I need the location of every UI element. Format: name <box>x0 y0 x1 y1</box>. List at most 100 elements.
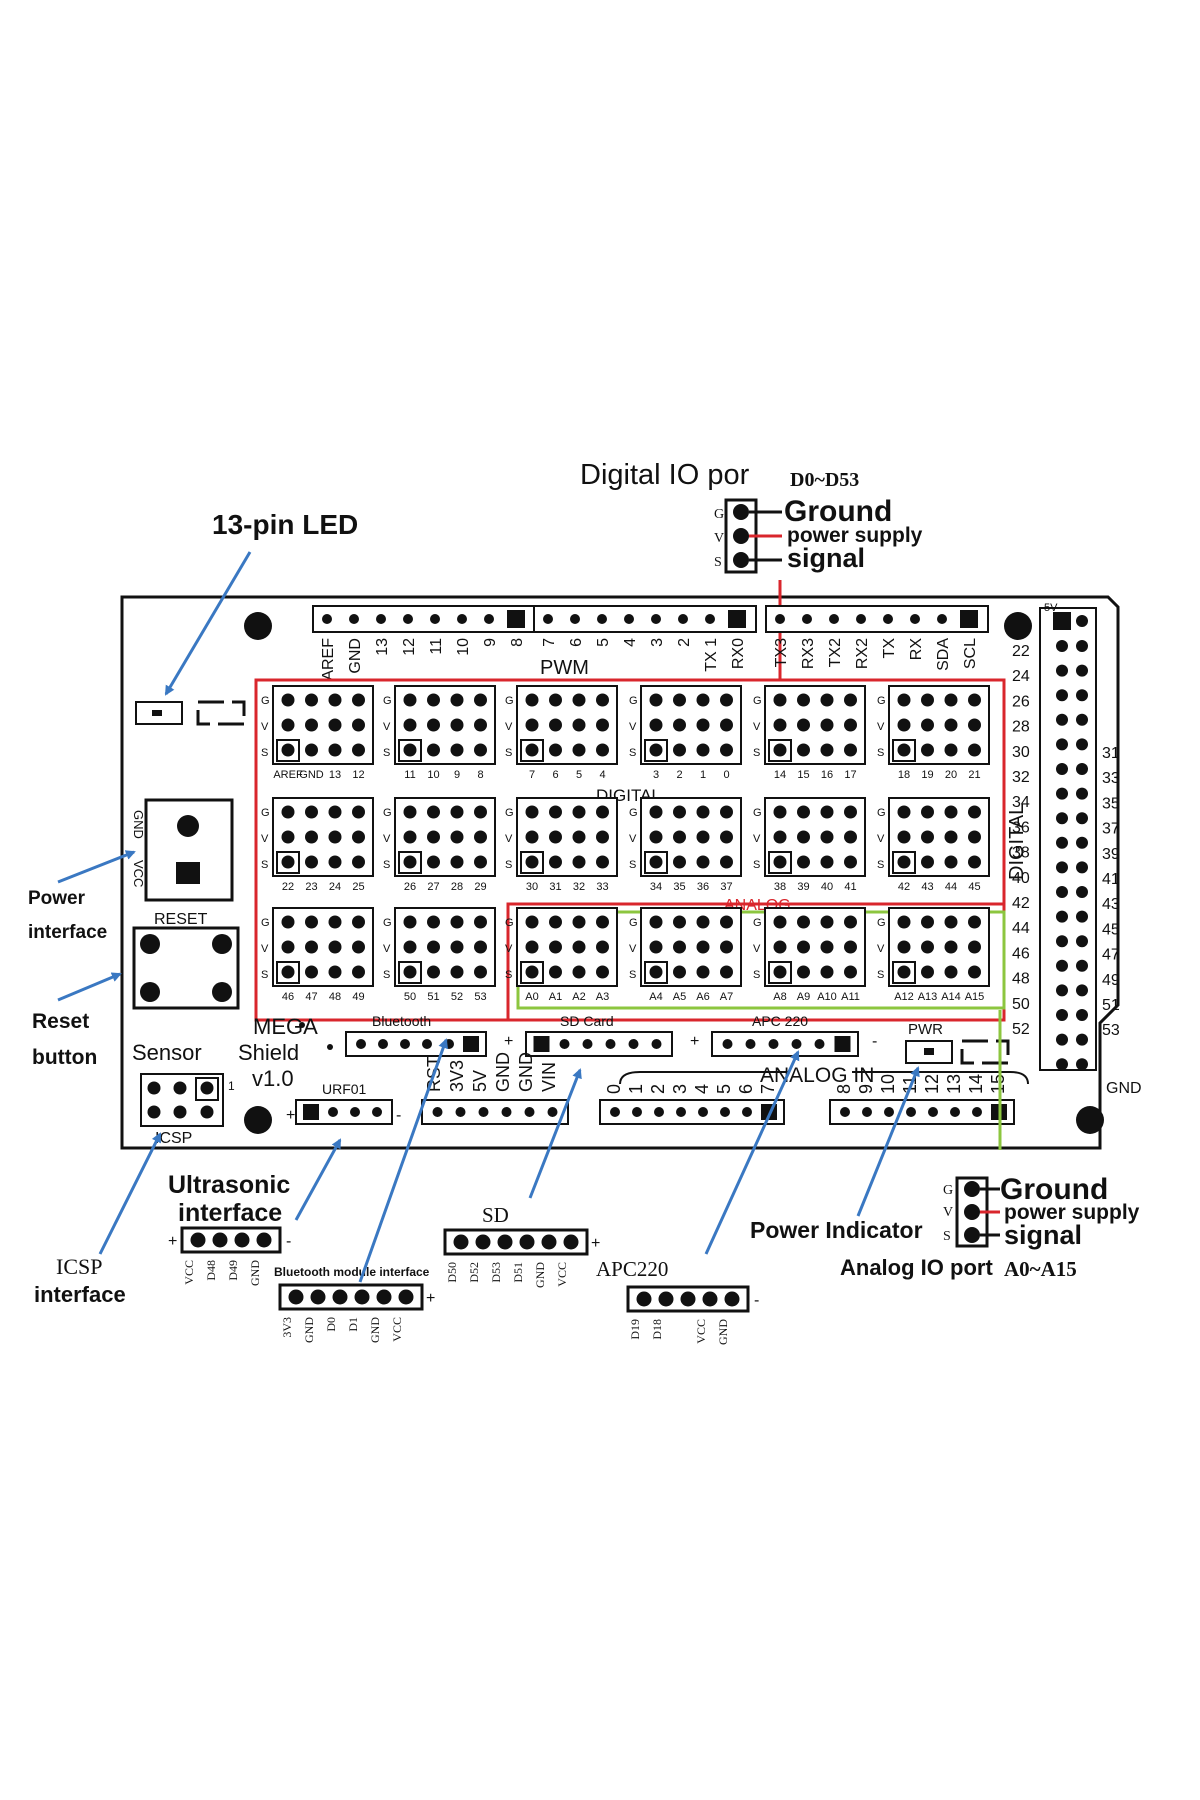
icsp-label: ICSP <box>155 1130 192 1147</box>
digital-io-legend: Digital IO por D0~D53 G V S Ground power… <box>580 459 923 680</box>
power-indicator-callout: Power Indicator <box>750 1217 923 1243</box>
block-pin <box>944 915 958 929</box>
block-pin <box>968 830 981 844</box>
header-pin <box>1056 886 1068 898</box>
block-pin <box>427 915 440 929</box>
block-pin-label: 27 <box>427 881 439 893</box>
power-header-label: GND <box>516 1052 536 1092</box>
mounting-hole <box>1004 612 1032 640</box>
right-header-label-left: 36 <box>1012 819 1030 836</box>
block-pin-label: A13 <box>918 991 938 1003</box>
block-row-label: V <box>753 943 761 955</box>
mounting-hole <box>244 612 272 640</box>
block-pin <box>572 965 586 979</box>
block-pin <box>968 965 981 979</box>
block-pin <box>474 743 487 757</box>
block-pin <box>281 965 295 979</box>
block-pin <box>673 743 686 757</box>
block-pin <box>450 855 464 869</box>
block-pin <box>596 855 609 869</box>
block-pin-label: A5 <box>673 991 686 1003</box>
block-pin <box>897 915 911 929</box>
block-row-label: G <box>505 917 514 929</box>
block-pin-label: 11 <box>404 769 415 781</box>
top-header-label: 13 <box>374 638 391 656</box>
top-header-label: 2 <box>676 638 693 647</box>
right-header-label-left: 22 <box>1012 643 1030 660</box>
block-pin <box>921 743 934 757</box>
header-pin <box>802 614 812 624</box>
block-pin <box>773 718 787 732</box>
right-header-label-left: 26 <box>1012 693 1030 710</box>
block-pin <box>968 718 981 732</box>
right-header-label-right: 31 <box>1102 745 1120 762</box>
block-row-label: G <box>383 917 392 929</box>
connector-pin-label: D49 <box>226 1260 240 1281</box>
block-pin-label: 38 <box>774 881 786 893</box>
block-row-label: V <box>629 721 637 733</box>
block-pin <box>572 830 586 844</box>
block-pin <box>596 965 609 979</box>
block-row-label: S <box>505 859 512 871</box>
block-pin <box>281 805 295 819</box>
right-header-label-left: 30 <box>1012 744 1030 761</box>
block-pin-label: A7 <box>720 991 733 1003</box>
block-pin <box>820 805 834 819</box>
header-pin <box>678 614 688 624</box>
urf01-label: URF01 <box>322 1081 367 1097</box>
power-terminal <box>144 798 234 902</box>
block-pin <box>649 718 663 732</box>
block-pin <box>305 855 318 869</box>
header-pin <box>1056 959 1068 972</box>
power-gnd-label: GND <box>131 810 146 839</box>
legend-signal: signal <box>787 543 865 573</box>
header-pin <box>1056 812 1068 825</box>
block-pin <box>549 940 562 954</box>
analog-in-pin-label: 1 <box>626 1084 646 1094</box>
power-header-label: VIN <box>539 1062 559 1092</box>
block-pin-label: 8 <box>477 769 483 781</box>
right-header-label-left: 28 <box>1012 719 1030 736</box>
block-pin <box>549 743 562 757</box>
top-header-label: 4 <box>622 638 639 647</box>
block-pin <box>305 940 318 954</box>
block-pin-label: A11 <box>841 991 860 1003</box>
led13-callout: 13-pin LED <box>212 509 358 540</box>
sd-callout: SD <box>482 1203 509 1227</box>
block-pin-label: A2 <box>572 991 585 1003</box>
block-pin <box>328 855 342 869</box>
reset-label: RESET <box>154 911 208 928</box>
header-pin <box>1076 664 1088 677</box>
digital-io-port-label: Digital IO por <box>580 459 750 491</box>
block-pin-label: 12 <box>352 769 364 781</box>
block-pin <box>797 915 810 929</box>
analog-legend-signal: signal <box>1004 1220 1082 1250</box>
block-pin <box>720 940 733 954</box>
connector-pin-label: D52 <box>467 1262 481 1283</box>
block-row-label: V <box>383 721 391 733</box>
block-pin <box>328 940 342 954</box>
digital-side-label: DIGITAL <box>1006 804 1028 880</box>
block-row-label: V <box>877 943 885 955</box>
connector-pin-label: GND <box>533 1262 547 1288</box>
block-pin-label: 31 <box>549 881 561 893</box>
top-header-label: 11 <box>428 638 445 655</box>
block-pin <box>596 940 609 954</box>
right-header-label-left: 38 <box>1012 845 1030 862</box>
header-pin <box>651 614 661 624</box>
block-row-label: V <box>753 833 761 845</box>
block-pin <box>403 718 417 732</box>
block-row-label: V <box>877 833 885 845</box>
header-pin <box>1076 959 1088 972</box>
connector-pin-label: D1 <box>346 1317 360 1332</box>
block-row-label: S <box>877 859 884 871</box>
power-header-label: GND <box>493 1052 513 1092</box>
header-pin <box>1076 1033 1088 1046</box>
right-header-label-left: 52 <box>1012 1021 1030 1038</box>
block-row-label: G <box>261 917 270 929</box>
